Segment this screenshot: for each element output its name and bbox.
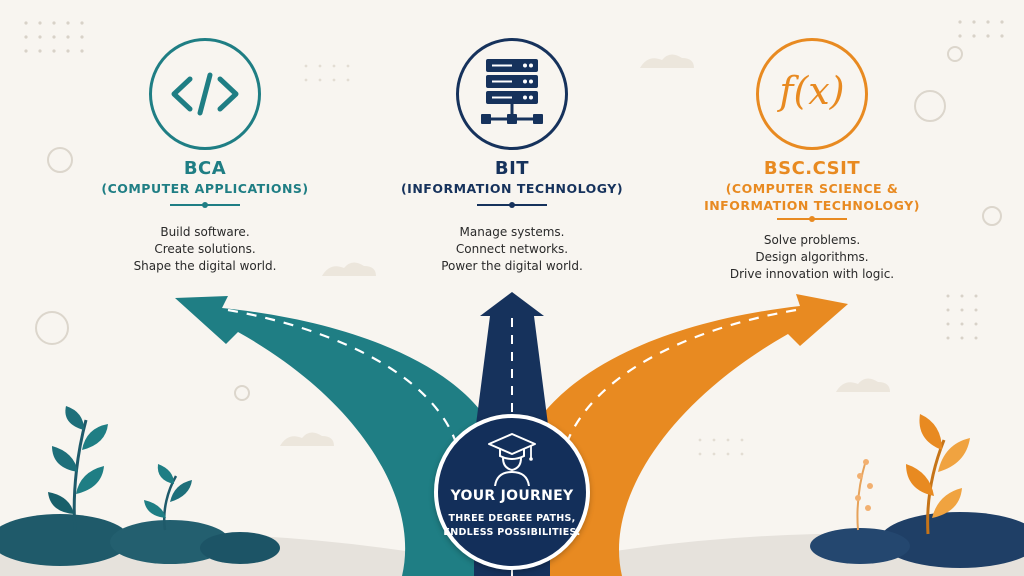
bca-road	[175, 296, 498, 576]
csit-title: BSC.CSIT	[763, 158, 861, 179]
graduate-cap-icon	[488, 433, 536, 486]
code-brackets-icon	[171, 72, 239, 116]
decorative-clouds	[280, 54, 890, 446]
function-fx-icon: f(x)	[779, 69, 845, 113]
left-foliage	[0, 406, 280, 566]
right-foliage	[810, 414, 1024, 568]
bit-icon-ring	[456, 38, 568, 150]
bit-road	[474, 292, 550, 440]
bit-subtitle: (INFORMATION TECHNOLOGY)	[400, 181, 624, 196]
hub-title: YOUR JOURNEY	[450, 488, 574, 504]
bca-description: Build software. Create solutions. Shape …	[133, 225, 277, 273]
bca-divider	[170, 202, 240, 208]
decorative-dots-top-left	[24, 21, 84, 53]
bca-title: BCA	[183, 158, 227, 179]
bit-description: Manage systems. Connect networks. Power …	[441, 225, 583, 273]
csit-icon-ring: f(x)	[756, 38, 868, 150]
hub-subtitle: THREE DEGREE PATHS, ENDLESS POSSIBILITIE…	[443, 513, 581, 538]
server-network-icon	[481, 59, 543, 124]
csit-road	[526, 294, 848, 576]
decorative-dots-right	[946, 294, 978, 340]
csit-description: Solve problems. Design algorithms. Drive…	[729, 233, 895, 281]
csit-subtitle: (COMPUTER SCIENCE & INFORMATION TECHNOLO…	[704, 181, 920, 213]
decorative-dots-center	[304, 64, 744, 456]
csit-divider	[777, 216, 847, 222]
bca-subtitle: (COMPUTER APPLICATIONS)	[101, 181, 309, 196]
bit-title: BIT	[494, 158, 530, 179]
decorative-dots-top-right	[958, 20, 1004, 38]
bit-divider	[477, 202, 547, 208]
decorative-rings	[35, 46, 1002, 401]
journey-hub: YOUR JOURNEY THREE DEGREE PATHS, ENDLESS…	[434, 414, 590, 570]
bca-icon-ring	[149, 38, 261, 150]
